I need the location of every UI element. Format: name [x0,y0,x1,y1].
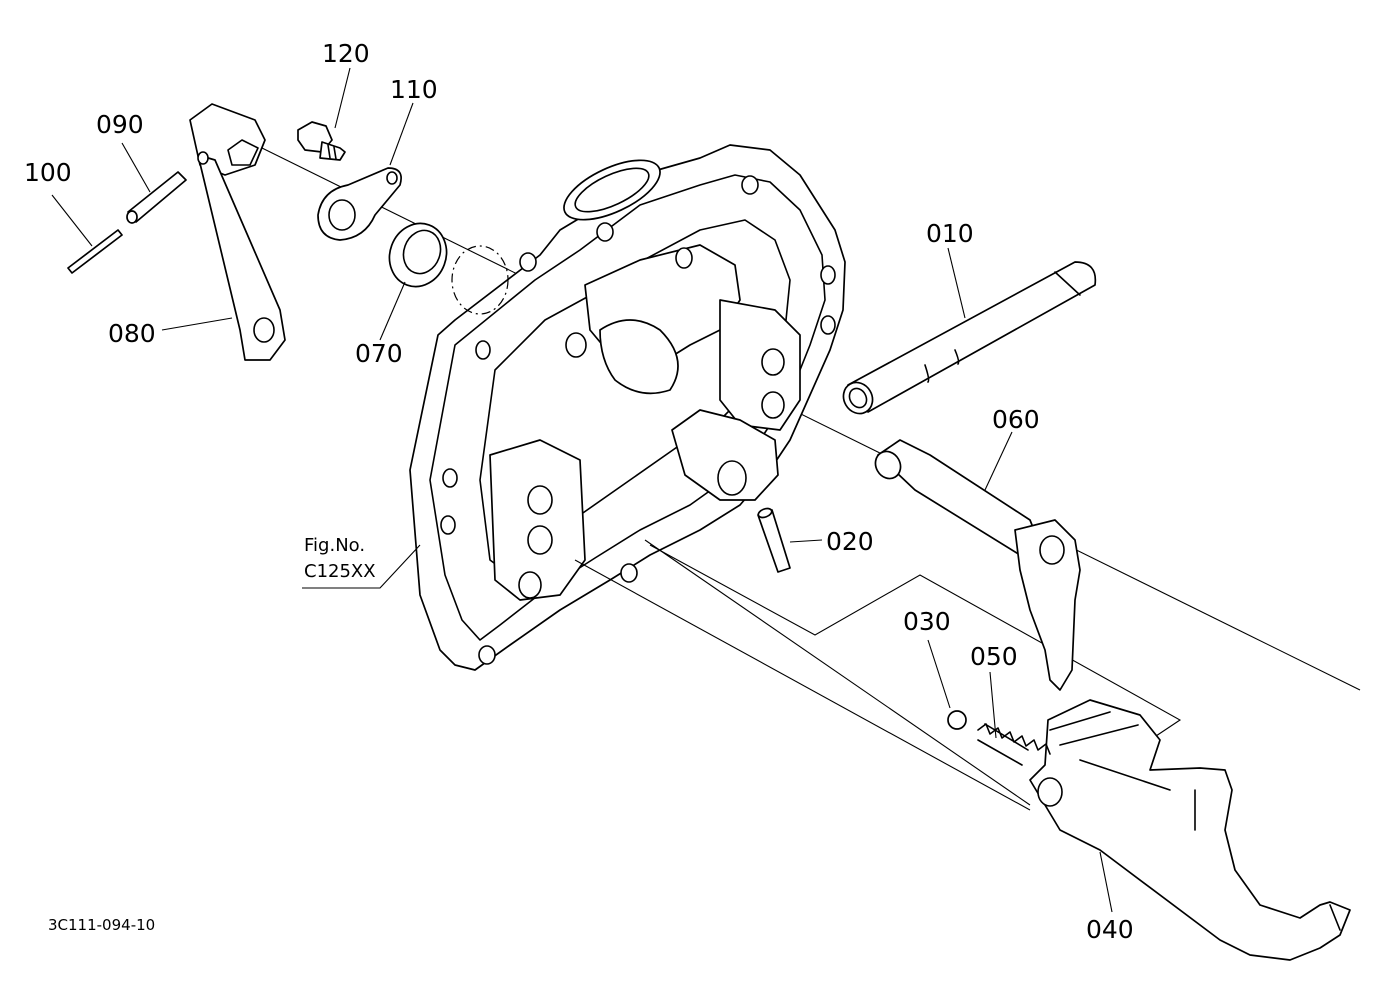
label-040: 040 [1086,915,1134,944]
label-080: 080 [108,319,156,348]
alignment-axis [261,147,1361,691]
part-070-seal [388,222,448,288]
part-labels: 120 110 090 100 080 070 010 060 020 030 … [24,39,1134,944]
label-090: 090 [96,110,144,139]
alignment-line-lower-2 [574,559,1031,811]
part-080-lever [189,103,286,361]
part-020-pin [757,507,791,573]
housing-cover [409,144,846,671]
label-100: 100 [24,158,72,187]
label-050: 050 [970,642,1018,671]
label-070: 070 [355,339,403,368]
part-050-spring [977,723,1051,766]
part-010-shaft [842,261,1097,415]
label-010: 010 [926,219,974,248]
label-120: 120 [322,39,370,68]
part-030-ball [947,710,967,730]
part-040-fork [1029,699,1351,961]
part-090-pin [126,171,187,224]
label-030: 030 [903,607,951,636]
part-060-shifter [874,439,1081,691]
label-060: 060 [992,405,1040,434]
leader-lines [51,67,1113,913]
drawing-number: 3C111-094-10 [48,916,155,934]
alignment-line-fork [649,544,1182,741]
part-100-pin [67,229,123,274]
figure-ref-line2: C125XX [304,561,376,582]
alignment-line-lower [644,539,1031,806]
figure-ref-line1: Fig.No. [304,535,365,556]
label-020: 020 [826,527,874,556]
part-110-plate [317,167,402,241]
part-120-bolt [297,121,346,161]
label-110: 110 [390,75,438,104]
